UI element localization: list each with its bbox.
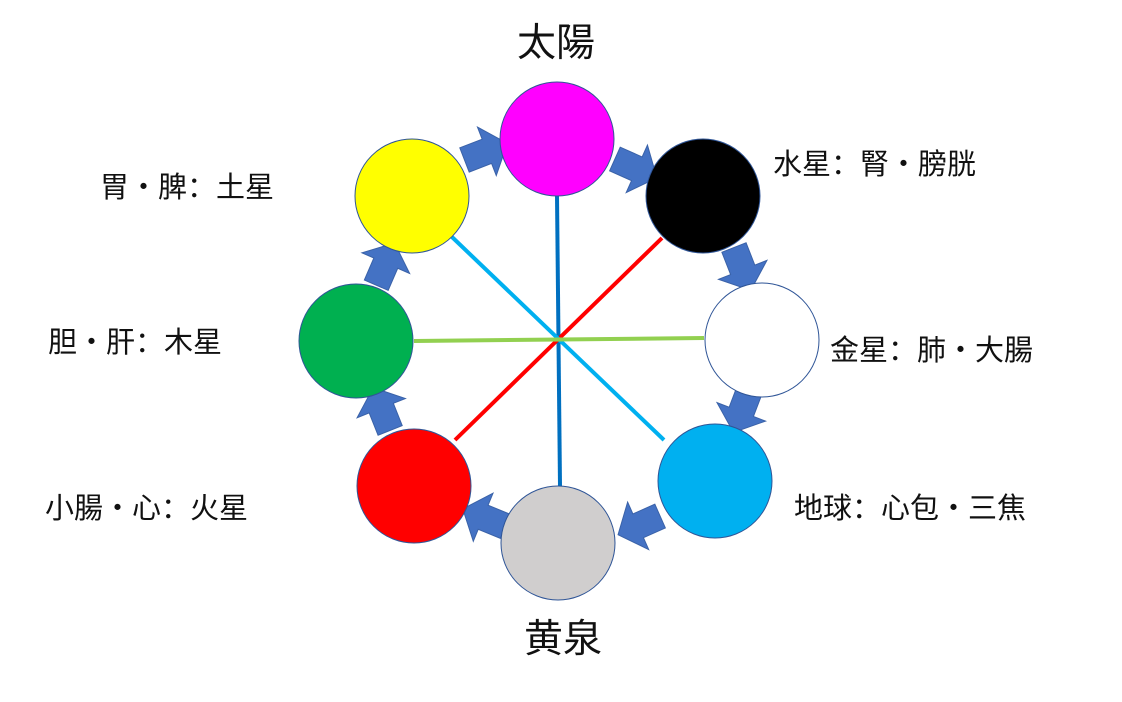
title-yomi: 黄泉: [523, 617, 603, 662]
axis-line-jupiter-venus: [413, 336, 705, 343]
arrow-sun-to-mercury: [608, 143, 658, 194]
arrow-jupiter-to-saturn: [360, 242, 411, 292]
label-venus: 金星：肺・大腸: [830, 333, 1034, 367]
circle-yomi: [500, 485, 616, 601]
circle-saturn: [354, 138, 470, 254]
arrow-yomi-to-mars: [462, 492, 511, 543]
label-saturn: 胃・脾：土星: [100, 170, 275, 204]
circle-venus: [704, 282, 820, 398]
circle-mars: [356, 428, 472, 544]
label-jupiter: 胆・肝：木星: [48, 325, 223, 359]
circle-mercury: [645, 138, 761, 254]
label-earth: 地球：心包・三焦: [794, 491, 1027, 525]
arrow-mercury-to-venus: [717, 242, 769, 291]
arrow-earth-to-yomi: [617, 500, 667, 551]
circle-sun: [499, 81, 615, 197]
label-mars: 小腸・心：火星: [45, 491, 249, 525]
label-mercury: 水星：腎・膀胱: [773, 147, 977, 181]
circle-earth: [657, 423, 773, 539]
arrow-mars-to-jupiter: [356, 387, 407, 436]
arrow-saturn-to-sun: [459, 125, 508, 177]
title-sun: 太陽: [516, 21, 596, 66]
circle-jupiter: [298, 283, 414, 399]
